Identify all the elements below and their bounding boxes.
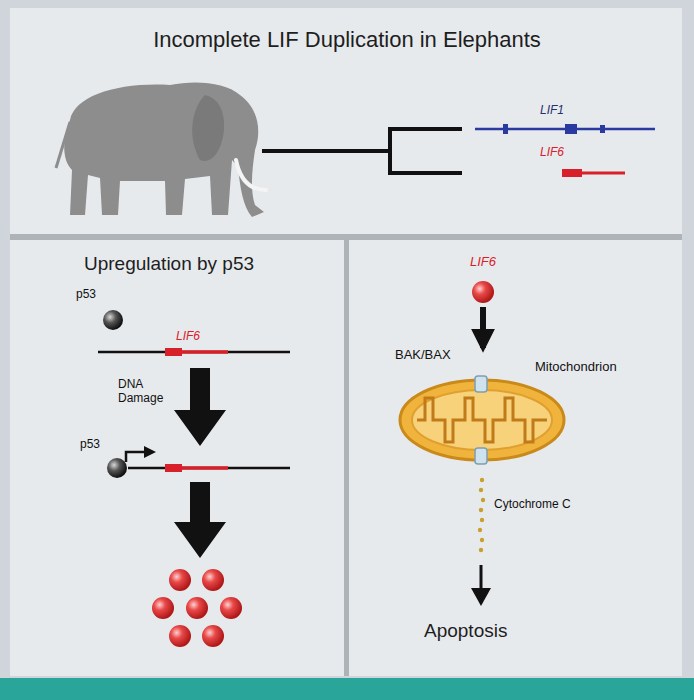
genome-line — [128, 467, 290, 470]
lif6-protein — [169, 569, 191, 591]
gene-label: LIF6 — [540, 146, 564, 160]
elephant-ear — [192, 95, 224, 161]
title: Incomplete LIF Duplication in Elephants — [0, 27, 694, 52]
apoptosis-arrow — [480, 565, 483, 590]
lif6-protein — [202, 569, 224, 591]
cytochrome-dot — [481, 498, 485, 502]
gene-tree-bracket — [262, 129, 462, 173]
p53-protein — [107, 458, 127, 478]
lif6-protein — [186, 597, 208, 619]
cytochrome-c-dots — [478, 478, 485, 552]
p53-protein — [103, 310, 123, 330]
elephant-body — [64, 82, 264, 217]
lif6-exon — [165, 348, 182, 356]
cytochrome-dot — [479, 488, 483, 492]
lif6-exon — [165, 464, 182, 472]
condition-label: DNA Damage — [118, 378, 172, 406]
lif6-protein — [202, 625, 224, 647]
panel-divider — [10, 234, 682, 240]
lif6-protein — [220, 597, 242, 619]
card — [10, 8, 682, 676]
cytochrome-dot — [478, 528, 482, 532]
cristae — [417, 398, 547, 442]
molecule-label: Cytochrome C — [492, 498, 573, 512]
lif6-protein — [169, 625, 191, 647]
gene-label: LIF1 — [540, 104, 564, 118]
cytochrome-dot — [479, 508, 483, 512]
lif6-protein-cluster — [152, 569, 242, 647]
cytochrome-dot — [480, 478, 484, 482]
lif1-exon — [565, 124, 577, 134]
process-arrow — [174, 368, 226, 446]
gene-label: LIF6 — [176, 330, 200, 344]
cytochrome-dot — [480, 538, 484, 542]
panel-heading: Upregulation by p53 — [84, 253, 254, 275]
lif1-exon — [503, 124, 508, 134]
organelle-label: Mitochondrion — [535, 360, 617, 375]
process-arrow — [174, 482, 226, 558]
lif1-exon — [600, 125, 605, 133]
protein-label: p53 — [80, 438, 100, 452]
elephant-silhouette — [56, 82, 266, 217]
apoptosis-arrowhead — [471, 588, 491, 606]
lif6-protein — [152, 597, 174, 619]
elephant-tusk — [236, 160, 266, 190]
channel-label: BAK/BAX — [395, 348, 451, 363]
screen-strip — [0, 678, 694, 700]
panel: Upregulation by p53 — [14, 241, 342, 674]
protein-circle: LIF6 — [465, 255, 501, 305]
promoter-arrow — [126, 452, 146, 462]
outcome-label: Apoptosis — [424, 620, 507, 642]
connector-arrow — [480, 307, 486, 348]
cytochrome-dot — [479, 548, 483, 552]
bak-bax-pore — [475, 448, 487, 464]
bak-bax-pore — [475, 376, 487, 392]
promoter-arrowhead — [144, 446, 156, 458]
genome-line — [98, 351, 290, 354]
lif6-exon — [562, 169, 582, 177]
protein-label: p53 — [76, 288, 96, 302]
cytochrome-dot — [480, 518, 484, 522]
panel-divider — [344, 240, 349, 676]
mitochondrion: BAK/BAX Mitochondrion — [395, 348, 645, 473]
protein-label: LIF6 — [470, 255, 496, 270]
elephant-tail — [56, 122, 70, 168]
lif6-protein — [472, 281, 494, 303]
inner-membrane — [412, 390, 552, 450]
